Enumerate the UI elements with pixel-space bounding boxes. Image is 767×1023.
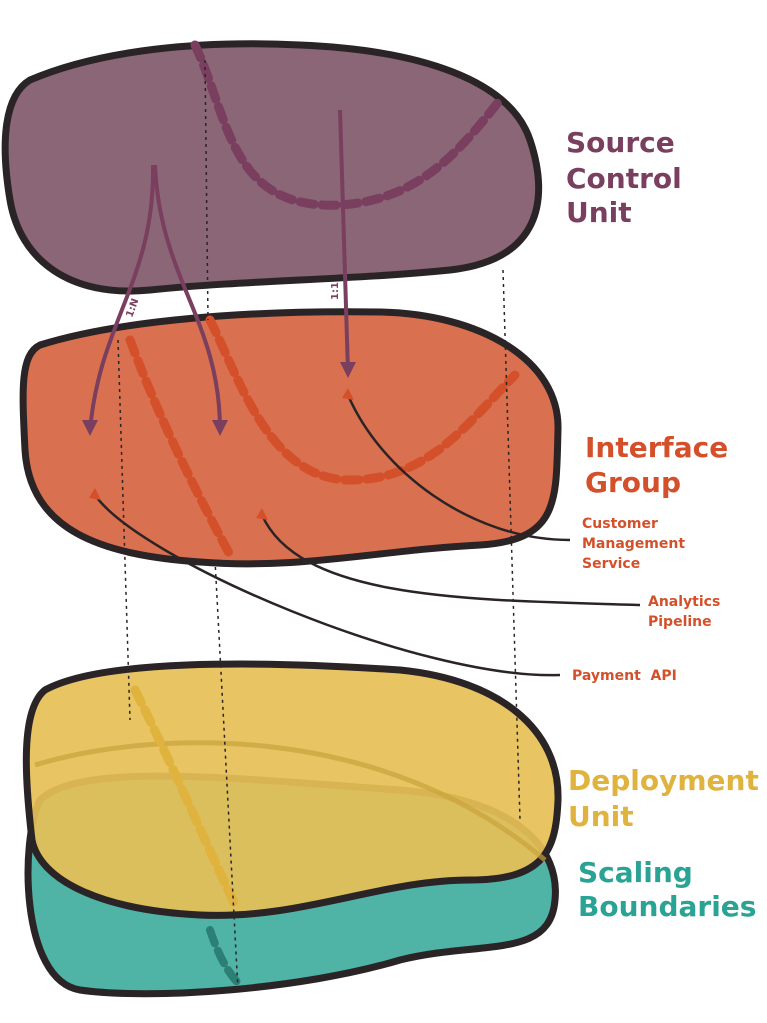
interface-group-title: Interface Group [585, 431, 738, 499]
analytics-callout: Analytics Pipeline [648, 594, 725, 630]
payment-callout: Payment API [572, 668, 677, 684]
source-control-layer [1, 40, 543, 295]
one-to-one-label: 1:1 [330, 282, 341, 300]
callout-leaders [93, 394, 641, 677]
customer-management-callout: Customer Management Service [582, 516, 690, 572]
layer-titles: Source Control Unit Interface Group Depl… [566, 126, 767, 923]
scaling-boundaries-title: Scaling Boundaries [578, 856, 756, 923]
interface-group-layer [19, 308, 562, 568]
callout-arrow-heads [89, 388, 354, 520]
source-control-title: Source Control Unit [566, 126, 692, 229]
deployment-inner-edge [34, 740, 547, 862]
arrow-heads [82, 362, 356, 436]
deployment-unit-layer [22, 660, 562, 919]
projection-lines [117, 59, 521, 991]
relationship-arrows [88, 109, 350, 431]
deployment-unit-title: Deployment Unit [568, 764, 767, 833]
